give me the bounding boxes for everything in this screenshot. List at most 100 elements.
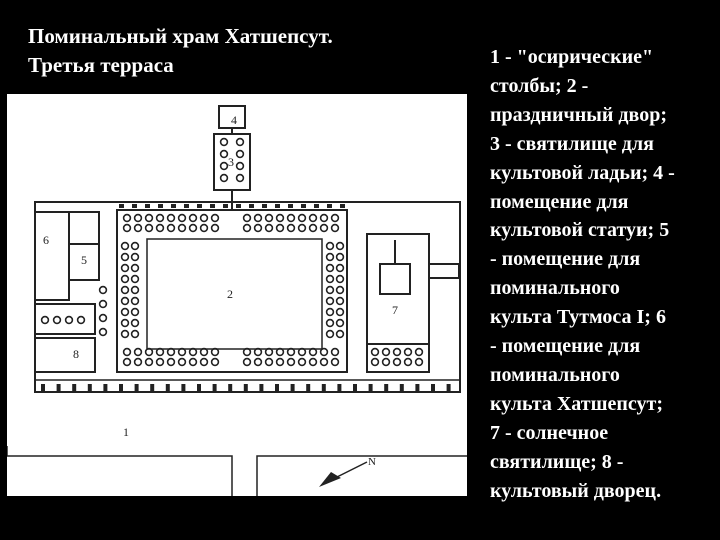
legend-line: культовой статуи; 5 <box>490 219 670 242</box>
column-icon <box>122 357 132 367</box>
column-icon <box>120 241 130 251</box>
north-label: N <box>368 456 376 468</box>
legend-line: - помещение для <box>490 335 641 358</box>
plan-label-1: 1 <box>123 425 129 439</box>
column-icon <box>210 213 220 223</box>
column-icon <box>286 357 296 367</box>
column-icon <box>120 285 130 295</box>
wall-niche-icon <box>249 204 254 208</box>
column-icon <box>76 315 86 325</box>
column-icon <box>275 213 285 223</box>
column-icon <box>122 223 132 233</box>
column-icon <box>325 263 335 273</box>
wall-niche-icon <box>262 204 267 208</box>
column-icon <box>120 318 130 328</box>
column-icon <box>199 357 209 367</box>
column-icon <box>133 347 143 357</box>
column-icon <box>219 173 229 183</box>
column-icon <box>120 274 130 284</box>
column-icon <box>253 357 263 367</box>
column-icon <box>308 347 318 357</box>
osiride-pillar-icon <box>197 384 201 391</box>
column-icon <box>325 274 335 284</box>
legend-line: - помещение для <box>490 248 641 271</box>
osiride-pillar-icon <box>165 384 170 391</box>
legend-line: 7 - солнечное <box>490 421 609 444</box>
column-icon <box>166 357 176 367</box>
floor-plan-drawing: 4 3 6 5 2 7 8 1 N <box>7 105 467 496</box>
column-icon <box>297 357 307 367</box>
column-icon <box>130 263 140 273</box>
legend-line: 3 - святилище для <box>490 132 654 155</box>
wall-niche-icon <box>314 204 319 208</box>
legend: 1 - "осирические"столбы; 2 -праздничный … <box>490 43 712 506</box>
column-icon <box>335 307 345 317</box>
column-icon <box>242 223 252 233</box>
column-icon <box>130 241 140 251</box>
column-icon <box>130 307 140 317</box>
column-icon <box>166 223 176 233</box>
column-icon <box>264 223 274 233</box>
column-icon <box>275 223 285 233</box>
column-icon <box>253 213 263 223</box>
plan-label-3: 3 <box>228 155 234 169</box>
osiride-pillar-icon <box>275 384 279 391</box>
column-icon <box>381 347 391 357</box>
osiride-pillar-icon <box>431 384 435 391</box>
wall-niche-icon <box>223 204 228 208</box>
column-icon <box>275 357 285 367</box>
osiride-pillar-icon <box>321 384 326 391</box>
osiride-pillar-icon <box>87 384 92 391</box>
wall-niche-icon <box>132 204 137 208</box>
wall-niche-icon <box>275 204 280 208</box>
column-icon <box>235 161 245 171</box>
column-icon <box>403 347 413 357</box>
column-icon <box>177 347 187 357</box>
legend-line: святилище; 8 - <box>490 450 624 473</box>
legend-line: столбы; 2 - <box>490 74 589 97</box>
room-8 <box>34 337 96 373</box>
column-icon <box>242 213 252 223</box>
column-icon <box>166 213 176 223</box>
column-icon <box>335 252 345 262</box>
legend-line: культа Хатшепсут; <box>490 392 663 415</box>
column-icon <box>130 252 140 262</box>
column-icon <box>64 315 74 325</box>
column-icon <box>177 357 187 367</box>
osiride-pillar-icon <box>72 384 77 391</box>
osiride-pillar-icon <box>399 384 404 391</box>
column-icon <box>381 357 391 367</box>
column-icon <box>130 318 140 328</box>
column-icon <box>188 357 198 367</box>
column-icon <box>325 318 335 328</box>
legend-line: поминального <box>490 277 620 300</box>
temple-floor-plan: 4 3 6 5 2 7 8 1 N <box>7 94 467 496</box>
plan-label-8: 8 <box>73 347 79 361</box>
column-icon <box>297 223 307 233</box>
column-icon <box>130 274 140 284</box>
room-7 <box>366 233 430 345</box>
column-icon <box>335 274 345 284</box>
column-icon <box>335 318 345 328</box>
column-icon <box>325 329 335 339</box>
column-icon <box>286 223 296 233</box>
lower-wall-left <box>7 446 233 496</box>
altar <box>379 263 411 295</box>
column-icon <box>144 357 154 367</box>
column-icon <box>319 347 329 357</box>
column-icon <box>325 252 335 262</box>
column-icon <box>133 213 143 223</box>
column-icon <box>330 213 340 223</box>
column-icon <box>392 347 402 357</box>
column-icon <box>297 347 307 357</box>
column-icon <box>130 329 140 339</box>
column-icon <box>414 357 424 367</box>
column-icon <box>370 347 380 357</box>
osiride-pillar-icon <box>368 384 373 391</box>
osiride-pillar-icon <box>56 384 61 391</box>
plan-label-7: 7 <box>392 303 398 317</box>
osiride-pillar-icon <box>446 384 451 391</box>
column-icon <box>403 357 413 367</box>
plan-label-5: 5 <box>81 253 87 267</box>
legend-line: 1 - "осирические" <box>490 46 654 68</box>
